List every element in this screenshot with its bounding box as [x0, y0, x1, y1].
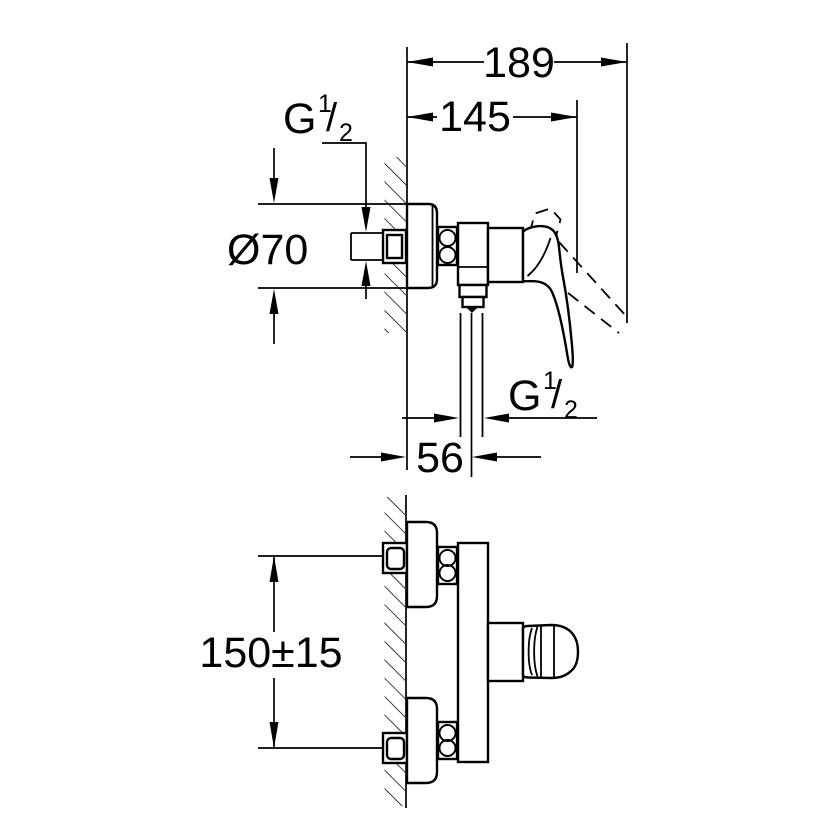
mixer-body-front: [456, 541, 490, 764]
escutcheon-bottom-front: [405, 696, 439, 785]
arrowhead-down: [269, 178, 279, 203]
inlet-fitting-top-front: [381, 541, 409, 575]
dim-label-diameter: Ø70: [227, 226, 308, 274]
arrowhead-right: [551, 112, 577, 122]
inlet-fitting-bottom-front: [381, 731, 409, 765]
leader-line: [322, 142, 367, 207]
arrowhead-up: [269, 556, 279, 582]
dashed-swing-line-upper: [558, 241, 627, 317]
arrowhead-up: [269, 289, 279, 314]
dimension-diameter-70: Ø70: [227, 148, 413, 344]
supply-pipe-side: [350, 232, 384, 261]
arrowhead-up: [361, 261, 371, 286]
lever-handle-solid: [521, 224, 575, 369]
outlet-assembly: [458, 283, 488, 477]
union-nut-top-front: [436, 545, 459, 586]
arrowhead-down: [361, 207, 371, 232]
dim-label-150: 150±15: [199, 629, 342, 677]
union-nut-side: [436, 225, 459, 267]
dimension-56: 56: [350, 434, 541, 482]
lever-handle-alt-dashed: [528, 207, 627, 334]
mixer-body-side: [456, 221, 525, 287]
front-view: 150±15: [199, 495, 580, 808]
label-outlet-thread: G 1 / 2: [402, 367, 597, 424]
arrowhead-left: [407, 112, 433, 122]
arrowhead-left: [407, 57, 433, 67]
arrowhead-left: [472, 452, 497, 462]
dim-label-145: 145: [439, 93, 511, 141]
label-inlet-thread: G 1 / 2: [283, 90, 371, 299]
inlet-fitting-side: [381, 228, 408, 265]
dimension-145: 145: [407, 93, 578, 273]
thread-label-outlet: G 1 / 2: [508, 367, 578, 424]
knob-back-arc-1: [527, 627, 533, 676]
arrowhead-right: [381, 452, 406, 462]
dimension-150: 150±15: [199, 555, 383, 749]
arrowhead-right: [434, 413, 459, 423]
outlet-nipple: [466, 307, 478, 313]
union-nut-bottom-front: [436, 720, 459, 761]
dim-label-189: 189: [483, 39, 555, 87]
thread-label-inlet: G 1 / 2: [283, 90, 353, 147]
knob-back-arc-2: [533, 626, 539, 677]
lever-handle-front: [486, 621, 580, 683]
side-view: 189 145 G 1 / 2: [227, 39, 628, 482]
arrowhead-left: [484, 413, 509, 423]
dim-label-56: 56: [416, 434, 464, 482]
escutcheon-top-front: [405, 520, 439, 609]
dimension-189: 189: [407, 39, 628, 323]
dashed-swing-line-lower: [550, 279, 620, 334]
arrowhead-right: [601, 57, 627, 67]
arrowhead-down: [269, 722, 279, 748]
handle-dome-curve: [526, 237, 552, 277]
escutcheon-side: [405, 202, 439, 290]
